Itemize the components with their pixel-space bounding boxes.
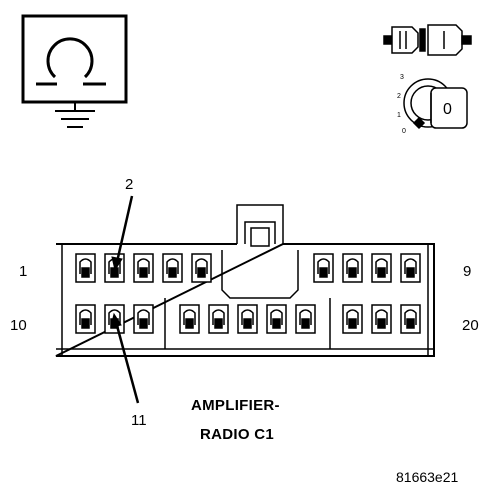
- pin-cavity-20: [400, 304, 421, 334]
- pin-cavity-12: [133, 304, 154, 334]
- connector-plug-icon: [383, 24, 472, 56]
- ignition-key-icon: [403, 78, 468, 130]
- pin-cavity-8: [371, 253, 392, 283]
- pin-cavity-17: [295, 304, 316, 334]
- pin-cavity-19: [371, 304, 392, 334]
- pin-cavity-10: [75, 304, 96, 334]
- connector-title-line2: RADIO C1: [200, 426, 275, 443]
- pin-cavity-6: [313, 253, 334, 283]
- pin-cavity-7: [342, 253, 363, 283]
- pin-row-top: [75, 253, 421, 283]
- pin-label-2: 2: [125, 176, 134, 193]
- pin-label-20: 20: [462, 317, 479, 334]
- pin-cavity-5: [191, 253, 212, 283]
- pin-cavity-3: [133, 253, 154, 283]
- ground-symbol-icon: [21, 14, 128, 128]
- connector-title-line1: AMPLIFIER-: [191, 397, 280, 414]
- pin-row-bottom: [75, 304, 421, 334]
- connector-body: [55, 204, 435, 357]
- pin-cavity-13: [179, 304, 200, 334]
- pin-label-11: 11: [131, 412, 147, 429]
- pin-label-1: 1: [19, 263, 28, 280]
- pin-cavity-9: [400, 253, 421, 283]
- ignition-position-0: 0: [402, 128, 406, 135]
- pin-cavity-14: [208, 304, 229, 334]
- leader-pin-2: [111, 195, 134, 272]
- figure-id: 81663e21: [396, 469, 459, 485]
- pin-cavity-1: [75, 253, 96, 283]
- key-position-label: 0: [443, 101, 452, 118]
- ignition-position-3: 3: [400, 74, 404, 81]
- ignition-position-1: 1: [397, 112, 401, 119]
- pin-label-9: 9: [463, 263, 472, 280]
- pin-cavity-18: [342, 304, 363, 334]
- pin-cavity-16: [266, 304, 287, 334]
- leader-pin-11: [110, 312, 140, 404]
- pin-cavity-15: [237, 304, 258, 334]
- pin-label-10: 10: [10, 317, 27, 334]
- ignition-position-2: 2: [397, 93, 401, 100]
- pin-cavity-4: [162, 253, 183, 283]
